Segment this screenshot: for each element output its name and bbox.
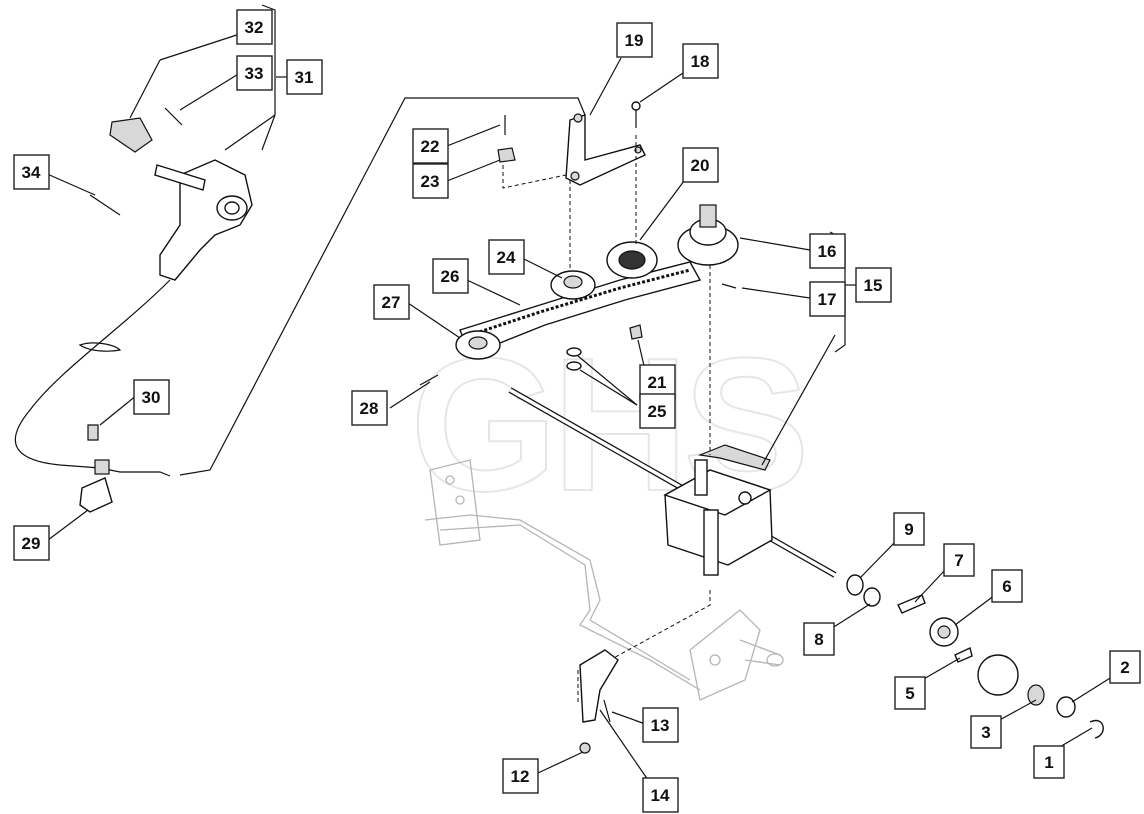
svg-text:12: 12 xyxy=(511,767,530,786)
callout-16: 16 xyxy=(809,233,846,269)
clip-1 xyxy=(1089,719,1104,739)
svg-text:7: 7 xyxy=(954,551,963,570)
callout-23: 23 xyxy=(412,163,449,199)
callout-17: 17 xyxy=(809,281,846,317)
svg-text:17: 17 xyxy=(818,290,837,309)
callout-34: 34 xyxy=(13,154,50,190)
svg-text:2: 2 xyxy=(1120,658,1129,677)
svg-text:3: 3 xyxy=(981,723,990,742)
transmission-gearbox xyxy=(663,444,773,576)
control-lever-assembly xyxy=(109,117,253,281)
callout-28: 28 xyxy=(351,390,388,426)
belt-drive-assembly xyxy=(455,204,739,360)
callout-31: 31 xyxy=(286,59,323,95)
align-line-e xyxy=(609,590,711,661)
callout-3: 3 xyxy=(970,715,1002,749)
callout-32: 32 xyxy=(236,9,273,45)
lever-bolt xyxy=(164,107,183,126)
key-17 xyxy=(721,283,737,289)
callout-2: 2 xyxy=(1109,650,1141,684)
washer-2 xyxy=(1056,696,1076,718)
callout-12: 12 xyxy=(502,758,539,794)
bracket-14 xyxy=(579,649,619,723)
callout-5: 5 xyxy=(894,676,926,710)
washer-25b xyxy=(566,361,582,371)
svg-text:23: 23 xyxy=(421,172,440,191)
leader-15-gearbox xyxy=(761,334,836,466)
callout-7: 7 xyxy=(943,543,975,577)
pin-28 xyxy=(419,374,439,386)
callout-8: 8 xyxy=(803,622,835,656)
callout-15: 15 xyxy=(855,267,892,303)
screw-13 xyxy=(603,699,611,723)
svg-text:21: 21 xyxy=(648,373,667,392)
svg-text:1: 1 xyxy=(1044,753,1053,772)
callout-22: 22 xyxy=(412,128,449,164)
callout-6: 6 xyxy=(991,569,1023,603)
callout-30: 30 xyxy=(133,379,170,415)
svg-text:8: 8 xyxy=(814,630,823,649)
callout-33: 33 xyxy=(236,55,273,91)
svg-text:30: 30 xyxy=(142,388,161,407)
lever-screw xyxy=(89,194,121,216)
svg-text:24: 24 xyxy=(497,248,516,267)
align-line-b xyxy=(502,165,567,189)
svg-text:18: 18 xyxy=(691,52,710,71)
gear-wheel xyxy=(977,654,1019,696)
cable-screw xyxy=(87,424,99,441)
cable-tie xyxy=(78,342,122,352)
svg-text:26: 26 xyxy=(441,267,460,286)
pin-7 xyxy=(897,594,926,614)
svg-text:28: 28 xyxy=(360,399,379,418)
washer-8 xyxy=(863,587,881,607)
group-bracket-31 xyxy=(261,4,276,151)
svg-text:27: 27 xyxy=(382,293,401,312)
callout-9: 9 xyxy=(893,512,925,546)
svg-text:6: 6 xyxy=(1002,577,1011,596)
cable-end xyxy=(99,467,171,477)
callout-19: 19 xyxy=(616,22,653,58)
linkage-rod xyxy=(179,97,586,476)
svg-text:9: 9 xyxy=(904,520,913,539)
svg-text:32: 32 xyxy=(245,18,264,37)
callout-14: 14 xyxy=(642,777,679,813)
svg-text:15: 15 xyxy=(864,276,883,295)
tensioner-arm xyxy=(565,114,646,186)
callout-1: 1 xyxy=(1033,745,1065,779)
svg-text:34: 34 xyxy=(22,163,41,182)
svg-text:19: 19 xyxy=(625,31,644,50)
control-cable xyxy=(14,279,171,469)
washer-3 xyxy=(1027,684,1045,706)
svg-text:25: 25 xyxy=(648,402,667,421)
callout-13: 13 xyxy=(642,707,679,743)
washer-25a xyxy=(566,347,582,357)
svg-text:5: 5 xyxy=(905,684,914,703)
screw-12 xyxy=(579,742,591,754)
svg-text:33: 33 xyxy=(245,64,264,83)
svg-text:16: 16 xyxy=(818,242,837,261)
spacer-23 xyxy=(497,147,516,163)
svg-text:29: 29 xyxy=(22,534,41,553)
svg-text:31: 31 xyxy=(295,68,314,87)
svg-text:20: 20 xyxy=(691,156,710,175)
callout-26: 26 xyxy=(432,258,469,294)
callout-29: 29 xyxy=(13,525,50,561)
leader-lines xyxy=(44,29,1116,781)
svg-text:13: 13 xyxy=(651,716,670,735)
callout-18: 18 xyxy=(682,43,719,79)
cable-clamp xyxy=(94,459,110,475)
callout-25: 25 xyxy=(639,393,676,429)
callout-24: 24 xyxy=(488,239,525,275)
cable-bracket xyxy=(79,477,113,513)
callout-20: 20 xyxy=(682,147,719,183)
washer-9 xyxy=(846,574,864,596)
nut-21 xyxy=(629,324,643,340)
chassis-frame-outline xyxy=(424,459,784,701)
svg-text:22: 22 xyxy=(421,137,440,156)
callout-27: 27 xyxy=(373,284,410,320)
svg-text:14: 14 xyxy=(651,786,670,805)
